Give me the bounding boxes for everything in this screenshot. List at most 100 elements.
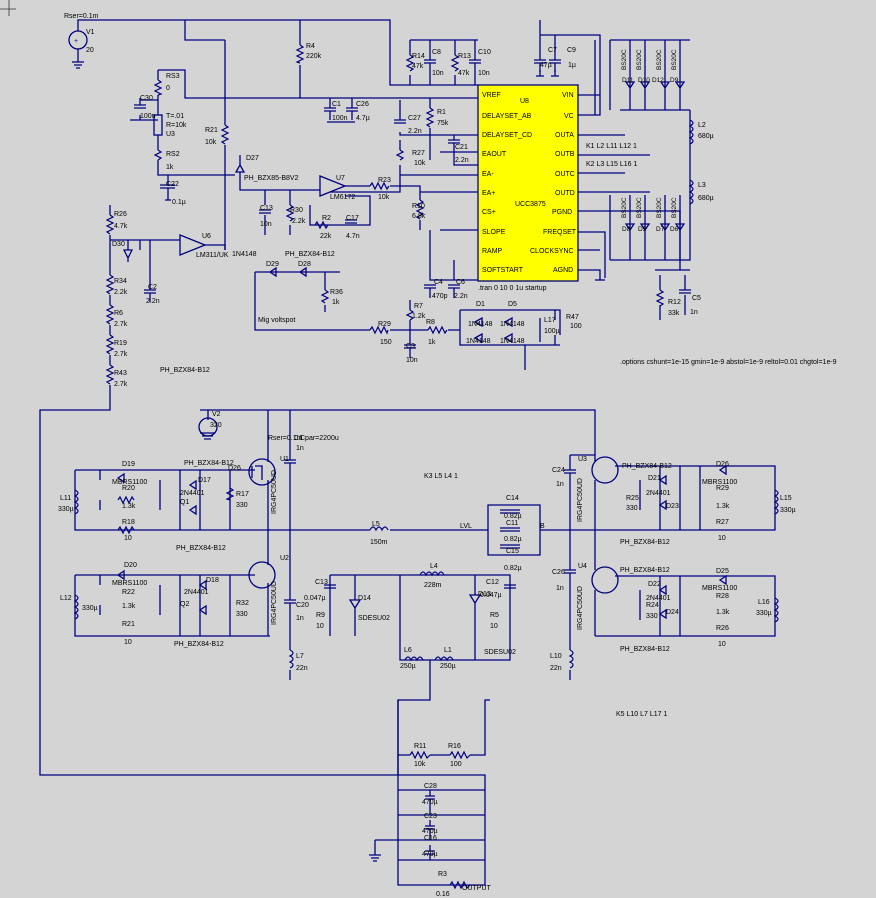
r5-value: 10 — [490, 623, 498, 630]
pin-delayset-ab: DELAYSET_AB — [482, 113, 532, 120]
r26-resistor[interactable] — [105, 214, 115, 235]
r6-resistor[interactable] — [105, 304, 115, 325]
r11-resistor[interactable] — [409, 750, 431, 760]
c22-value: 0.1µ — [172, 199, 186, 206]
r16-resistor[interactable] — [449, 750, 471, 760]
r26b-label: R26 — [716, 625, 729, 632]
l16-inductor[interactable] — [773, 597, 779, 623]
l12-inductor[interactable] — [73, 594, 79, 620]
r1-resistor[interactable] — [425, 107, 435, 128]
r30-resistor[interactable] — [285, 204, 295, 222]
d1-part: 1N4148 — [468, 321, 493, 328]
u1-igbt[interactable] — [248, 458, 276, 486]
u3-pot[interactable] — [153, 114, 163, 136]
d17-label: D17 — [198, 477, 211, 484]
rs2-resistor[interactable] — [153, 149, 163, 161]
c28-label: C28 — [424, 783, 437, 790]
r14-resistor[interactable] — [405, 54, 415, 72]
r13-resistor[interactable] — [450, 54, 460, 72]
u4-igbt[interactable] — [591, 566, 619, 594]
bs20c-label: BS20C — [621, 49, 628, 70]
r2-resistor[interactable] — [314, 220, 329, 230]
r34-resistor[interactable] — [105, 274, 115, 295]
c8-label: C8 — [432, 49, 441, 56]
r20-resistor[interactable] — [117, 495, 135, 505]
v1-source[interactable]: + — [68, 19, 478, 86]
r5-label: R5 — [490, 612, 499, 619]
r21-value: 10k — [205, 139, 217, 146]
u3-igbt[interactable] — [591, 456, 619, 484]
c27-label: C27 — [408, 115, 421, 122]
r30-label: R30 — [290, 207, 303, 214]
tran-directive[interactable]: .tran 0 10 0 1u startup — [478, 285, 547, 292]
r29-resistor[interactable] — [369, 325, 389, 335]
k2-directive[interactable]: K2 L3 L15 L16 1 — [586, 161, 637, 168]
k3-directive[interactable]: K3 L5 L4 1 — [424, 473, 458, 480]
l3-value: 680µ — [698, 195, 714, 202]
pin-ramp: RAMP — [482, 248, 503, 255]
d25-label: D25 — [716, 568, 729, 575]
rs3-resistor[interactable] — [153, 79, 163, 96]
l11-inductor[interactable] — [73, 489, 79, 515]
l15-inductor[interactable] — [773, 489, 779, 515]
c28-value: 470µ — [422, 799, 438, 806]
r36-resistor[interactable] — [320, 289, 330, 304]
c9-label: C9 — [567, 47, 576, 54]
u6-comparator[interactable] — [179, 234, 207, 256]
l3-inductor[interactable] — [688, 179, 694, 205]
r27-resistor[interactable] — [395, 149, 405, 161]
pin-vc: VC — [564, 113, 574, 120]
c12-value: 0.047µ — [480, 592, 502, 599]
k1-directive[interactable]: K1 L2 L11 L12 1 — [586, 143, 637, 150]
c30-value: 100n — [140, 113, 156, 120]
u2-label: U2 — [280, 555, 289, 562]
c13-label: C13 — [260, 205, 273, 212]
c6-label: C6 — [456, 279, 465, 286]
l4-inductor[interactable] — [419, 571, 445, 577]
l1-inductor[interactable] — [434, 656, 454, 662]
v2-source[interactable] — [198, 417, 218, 437]
c3-value: 10n — [406, 357, 418, 364]
r17-value: 330 — [236, 502, 248, 509]
k5-directive[interactable]: K5 L10 L7 L17 1 — [616, 711, 667, 718]
ic-ucc3875[interactable] — [477, 84, 579, 282]
options-directive[interactable]: .options cshunt=1e-15 gmin=1e-9 abstol=1… — [620, 359, 837, 366]
l5-inductor[interactable] — [369, 526, 389, 532]
d24-label: D24 — [666, 609, 679, 616]
r29b-value: 1.3k — [716, 503, 730, 510]
c7-label: C7 — [548, 47, 557, 54]
d20-label: D20 — [124, 562, 137, 569]
r43-resistor[interactable] — [105, 364, 115, 385]
r19-resistor[interactable] — [105, 334, 115, 355]
l10-inductor[interactable] — [568, 649, 574, 669]
l6-inductor[interactable] — [404, 656, 424, 662]
d5-part: 1N4148 — [500, 321, 525, 328]
r23-resistor[interactable] — [369, 181, 390, 191]
zen-r2-label: PH_BZX84-B12 — [620, 539, 670, 546]
r4-resistor[interactable] — [295, 44, 305, 64]
r8-resistor[interactable] — [427, 325, 448, 335]
r1-label: R1 — [437, 109, 446, 116]
r21-resistor[interactable] — [220, 124, 230, 145]
r3-resistor[interactable] — [449, 880, 471, 890]
r7-resistor[interactable] — [405, 309, 415, 321]
l17-value: 100µ — [544, 328, 560, 335]
r10-resistor[interactable] — [415, 199, 425, 220]
u3-label: U3 — [166, 131, 175, 138]
d14-label: D14 — [358, 595, 371, 602]
u7-opamp[interactable] — [319, 175, 347, 197]
rs2-label: RS2 — [166, 151, 180, 158]
r17-resistor[interactable] — [225, 487, 235, 501]
d18-label: D18 — [206, 577, 219, 584]
l7-inductor[interactable] — [288, 649, 294, 669]
r12-resistor[interactable] — [655, 289, 665, 307]
r18-resistor[interactable] — [117, 525, 135, 535]
l12-value: 330µ — [82, 605, 98, 612]
l2-inductor[interactable] — [688, 119, 694, 145]
u3-part: IRG4PC50UD — [577, 478, 584, 522]
c27-value: 2.2n — [408, 128, 422, 135]
d9-label: D9 — [670, 77, 679, 84]
l10-label: L10 — [550, 653, 562, 660]
